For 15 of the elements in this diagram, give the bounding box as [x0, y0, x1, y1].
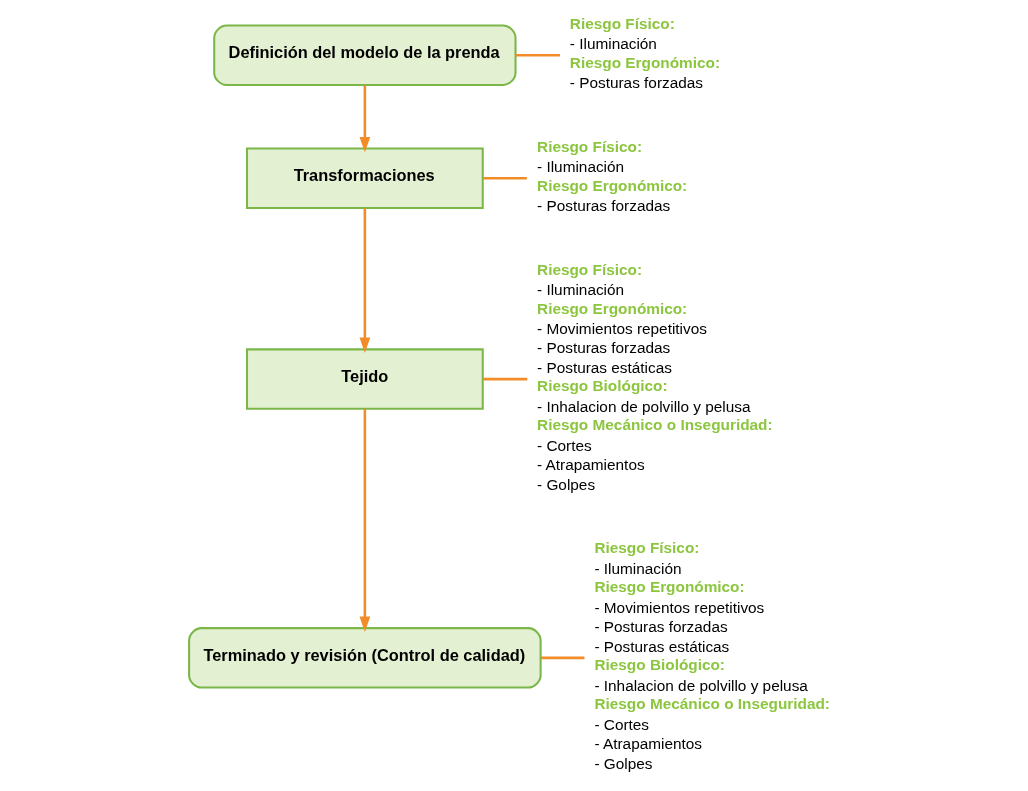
connector: [482, 176, 527, 180]
node-text: Riesgo Físico: - Iluminación Riesgo Ergonómico: - Movimientos repetitivos - Posturas forzadas - Posturas estáticas Riesgo Biológico: - Inhalacion de polvillo y pelusa Riesgo Mecánico o Inseguridad: - Cortes - Atrapamientos - Golpes: [593, 539, 830, 772]
node-text: Riesgo Físico: - Iluminación Riesgo Ergonómico: - Posturas forzadas: [536, 137, 687, 215]
connector: [515, 53, 560, 57]
node-box: Tejido: [245, 348, 484, 410]
node-text: Riesgo Físico: - Iluminación Riesgo Ergonómico: - Movimientos repetitivos - Posturas forzadas - Posturas estáticas Riesgo Biológico: - Inhalacion de polvillo y pelusa Riesgo Mecánico o Inseguridad: - Cortes - Atrapamientos - Golpes: [536, 260, 773, 493]
arrow: [358, 408, 370, 632]
node-box: Definición del modelo de la prenda: [212, 24, 517, 86]
arrow: [358, 85, 370, 153]
node-box: Terminado y revisión (Control de calidad): [187, 627, 542, 689]
connector: [482, 377, 527, 381]
node-box: Transformaciones: [245, 147, 484, 209]
arrow: [358, 208, 370, 353]
node-text: Riesgo Físico: - Iluminación Riesgo Ergonómico: - Posturas forzadas: [569, 14, 720, 92]
connector: [540, 656, 584, 660]
